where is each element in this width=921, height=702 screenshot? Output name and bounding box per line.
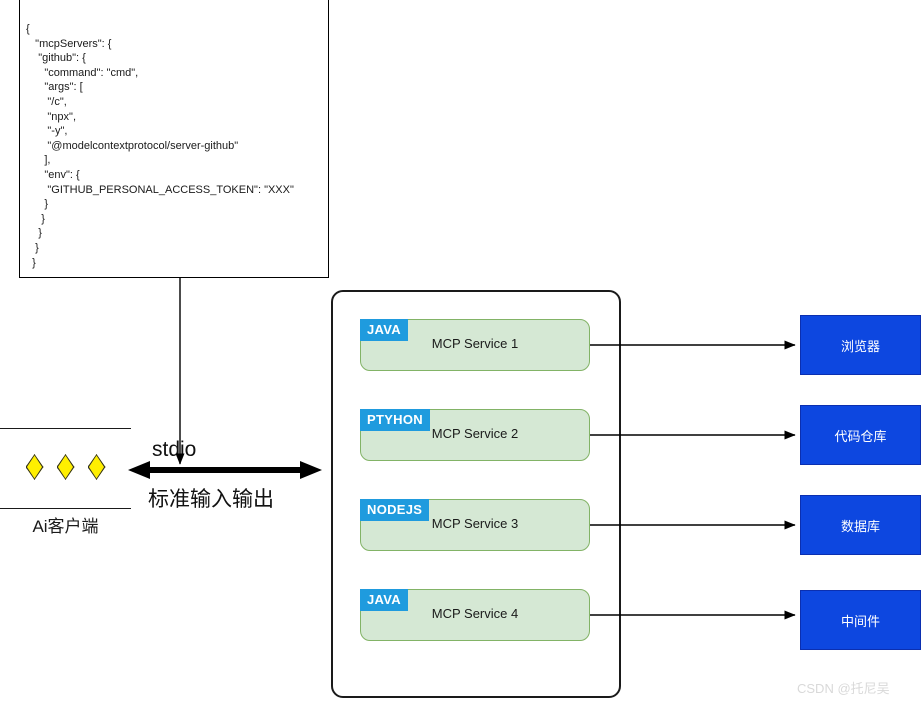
ai-client-top-rule (0, 428, 131, 429)
diamond-icon (87, 454, 106, 480)
ai-client-bottom-rule (0, 508, 131, 509)
mcp-config-code: { "mcpServers": { "github": { "command":… (26, 23, 294, 269)
mcp-service-4-badge: JAVA (360, 589, 408, 611)
mcp-service-4[interactable]: JAVA MCP Service 4 (360, 589, 590, 641)
mcp-service-3-badge: NODEJS (360, 499, 430, 521)
mcp-service-1[interactable]: JAVA MCP Service 1 (360, 319, 590, 371)
mcp-service-1-badge: JAVA (360, 319, 408, 341)
stdio-label-chinese: 标准输入输出 (148, 488, 274, 511)
csdn-watermark: CSDN @托尼吴 (797, 681, 890, 696)
ai-client-box (0, 428, 131, 510)
diamond-icon (25, 454, 44, 480)
mcp-service-2-badge: PTYHON (360, 409, 430, 431)
target-code-repository[interactable]: 代码仓库 (800, 405, 921, 465)
mcp-service-1-label: MCP Service 1 (431, 336, 519, 351)
mcp-service-2[interactable]: PTYHON MCP Service 2 (360, 409, 590, 461)
mcp-config-panel: { "mcpServers": { "github": { "command":… (19, 0, 329, 278)
mcp-service-3[interactable]: NODEJS MCP Service 3 (360, 499, 590, 551)
target-middleware[interactable]: 中间件 (800, 590, 921, 650)
mcp-service-3-label: MCP Service 3 (431, 516, 519, 531)
diamond-icon (56, 454, 75, 480)
target-browser[interactable]: 浏览器 (800, 315, 921, 375)
stdio-bidirectional-arrow (128, 461, 322, 479)
mcp-service-4-label: MCP Service 4 (431, 606, 519, 621)
stdio-label: stdio (152, 438, 197, 461)
ai-client-diamonds (0, 454, 131, 480)
mcp-service-2-label: MCP Service 2 (431, 426, 519, 441)
ai-client-label: Ai客户端 (32, 517, 99, 536)
target-database[interactable]: 数据库 (800, 495, 921, 555)
